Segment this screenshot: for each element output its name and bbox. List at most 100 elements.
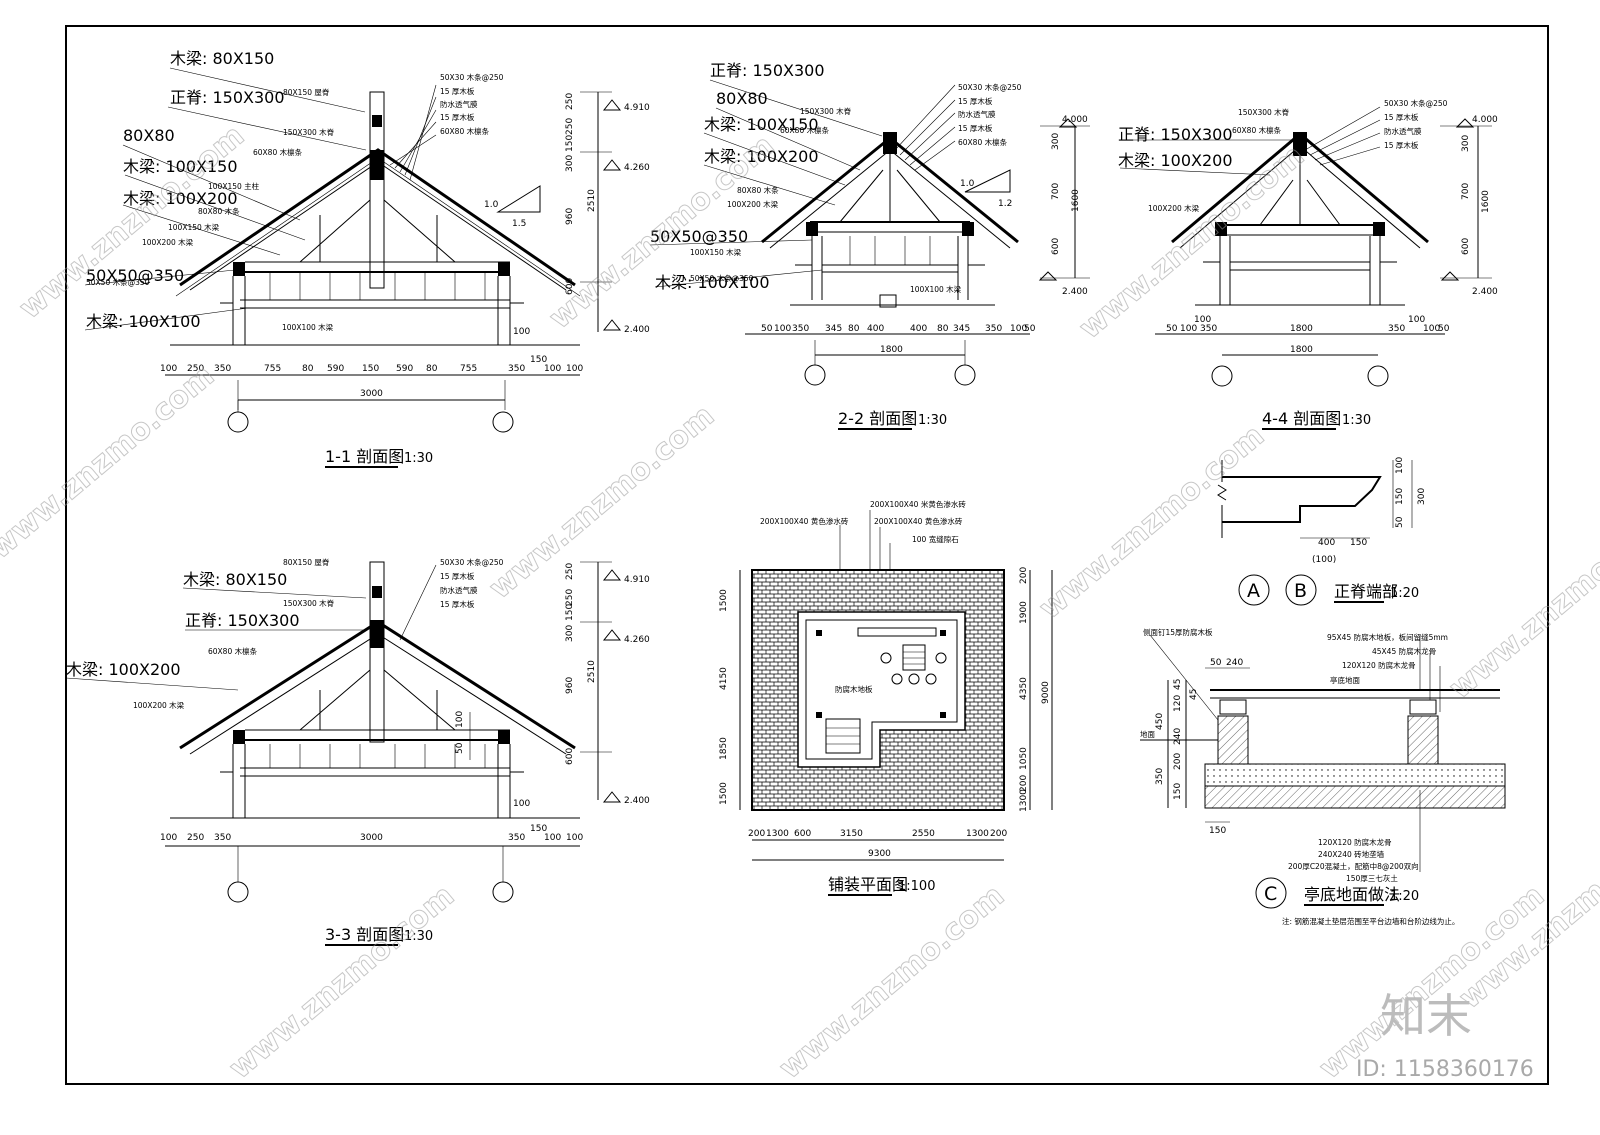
paving-plan: 防腐木地板 200X100X40 米黄色渗水砖 200X100X40 黄色渗水砖… xyxy=(719,499,1053,896)
svg-text:350: 350 xyxy=(214,364,231,374)
svg-text:100X150 主柱: 100X150 主柱 xyxy=(208,181,260,191)
svg-text:(100): (100) xyxy=(1312,555,1336,565)
svg-text:600: 600 xyxy=(794,829,811,839)
svg-text:100: 100 xyxy=(1408,315,1425,325)
svg-text:1500: 1500 xyxy=(719,782,729,805)
svg-text:50X30 木条@250: 50X30 木条@250 xyxy=(440,557,504,567)
svg-text:60X80 木檩条: 60X80 木檩条 xyxy=(1232,125,1282,135)
svg-text:600: 600 xyxy=(1461,238,1471,255)
svg-text:15 厚木板: 15 厚木板 xyxy=(958,123,993,133)
svg-text:150: 150 xyxy=(1350,538,1367,548)
svg-text:1.2: 1.2 xyxy=(998,199,1012,209)
svg-text:50X50@350: 50X50@350 xyxy=(650,227,748,246)
svg-text:100: 100 xyxy=(1423,324,1440,334)
svg-text:960: 960 xyxy=(565,677,575,694)
svg-text:700: 700 xyxy=(1461,183,1471,200)
svg-text:150厚三七灰土: 150厚三七灰土 xyxy=(1346,873,1398,883)
svg-text:250: 250 xyxy=(565,118,575,135)
svg-text:100: 100 xyxy=(455,711,465,728)
svg-text:600: 600 xyxy=(565,278,575,295)
svg-text:1:30: 1:30 xyxy=(404,929,433,944)
svg-text:2510: 2510 xyxy=(587,189,597,212)
svg-text:2.400: 2.400 xyxy=(1472,287,1498,297)
svg-text:木梁: 100X200: 木梁: 100X200 xyxy=(704,147,819,166)
svg-text:50X50@350: 50X50@350 xyxy=(86,266,184,285)
svg-text:9000: 9000 xyxy=(1041,681,1051,704)
svg-text:2.400: 2.400 xyxy=(624,796,650,806)
svg-text:1300: 1300 xyxy=(966,829,989,839)
svg-text:4.000: 4.000 xyxy=(1062,115,1088,125)
svg-text:150: 150 xyxy=(1173,783,1183,800)
svg-text:45: 45 xyxy=(1173,679,1183,690)
svg-text:80X80: 80X80 xyxy=(123,126,175,145)
svg-text:150: 150 xyxy=(1395,488,1405,505)
svg-text:150: 150 xyxy=(565,135,575,152)
svg-text:9300: 9300 xyxy=(868,849,891,859)
svg-text:15 厚木板: 15 厚木板 xyxy=(440,112,475,122)
svg-text:A: A xyxy=(1247,580,1260,602)
svg-text:100: 100 xyxy=(566,364,583,374)
svg-text:100: 100 xyxy=(160,364,177,374)
svg-text:350: 350 xyxy=(1200,324,1217,334)
svg-text:15 厚木板: 15 厚木板 xyxy=(440,571,475,581)
svg-text:100: 100 xyxy=(513,799,530,809)
svg-text:60X80 木檩条: 60X80 木檩条 xyxy=(440,126,490,136)
svg-text:200: 200 xyxy=(1019,567,1029,584)
svg-text:150X300 木脊: 150X300 木脊 xyxy=(283,598,335,608)
svg-text:木梁: 100X200: 木梁: 100X200 xyxy=(1118,151,1233,170)
svg-text:100: 100 xyxy=(1395,457,1405,474)
svg-text:200X100X40 米黄色渗水砖: 200X100X40 米黄色渗水砖 xyxy=(870,499,966,509)
svg-text:80: 80 xyxy=(848,324,860,334)
svg-text:3000: 3000 xyxy=(360,833,383,843)
svg-text:亭底地面做法: 亭底地面做法 xyxy=(1304,885,1400,904)
svg-text:50: 50 xyxy=(1438,324,1450,334)
svg-text:150X300 木脊: 150X300 木脊 xyxy=(283,127,335,137)
detail-marker-c xyxy=(1255,877,1287,909)
section-2-2-title: 2-2 剖面图 xyxy=(838,409,917,428)
svg-text:1800: 1800 xyxy=(1290,324,1313,334)
svg-text:80X80 木条: 80X80 木条 xyxy=(198,206,240,216)
svg-text:正脊: 150X300: 正脊: 150X300 xyxy=(710,61,825,80)
svg-text:2550: 2550 xyxy=(912,829,935,839)
svg-text:100: 100 xyxy=(160,833,177,843)
svg-text:150: 150 xyxy=(362,364,379,374)
section-2-2: 1.0 1.2 4.000 2.400 300 700 1600 600 50 … xyxy=(649,61,1090,430)
svg-text:60X80 木檩条: 60X80 木檩条 xyxy=(253,147,303,157)
svg-text:1800: 1800 xyxy=(1290,345,1313,355)
svg-text:木梁: 100X150: 木梁: 100X150 xyxy=(123,157,238,176)
svg-text:1.0: 1.0 xyxy=(484,200,499,210)
svg-text:1300: 1300 xyxy=(766,829,789,839)
svg-text:120: 120 xyxy=(1173,695,1183,712)
svg-text:50: 50 xyxy=(1024,324,1036,334)
svg-text:www.znzmo.com: www.znzmo.com xyxy=(773,878,1011,1086)
svg-text:300: 300 xyxy=(1051,133,1061,150)
floor-detail-c: 地面 侧面钉15厚防腐木板 95X45 防腐木地板，板间留缝5mm 45X45 … xyxy=(1140,627,1506,926)
svg-text:www.znzmo.com: www.znzmo.com xyxy=(483,398,721,606)
svg-text:15 厚木板: 15 厚木板 xyxy=(958,96,993,106)
svg-text:250: 250 xyxy=(565,563,575,580)
svg-text:木梁: 100X100: 木梁: 100X100 xyxy=(86,312,201,331)
svg-text:240: 240 xyxy=(1173,728,1183,745)
svg-text:防水透气膜: 防水透气膜 xyxy=(958,109,996,119)
svg-text:80: 80 xyxy=(426,364,438,374)
svg-text:www.znzmo.com: www.znzmo.com xyxy=(0,358,221,566)
svg-text:15 厚木板: 15 厚木板 xyxy=(440,86,475,96)
svg-text:100: 100 xyxy=(774,324,791,334)
svg-text:95X45 防腐木地板，板间留缝5mm: 95X45 防腐木地板，板间留缝5mm xyxy=(1327,632,1448,642)
svg-text:15 厚木板: 15 厚木板 xyxy=(1384,112,1419,122)
svg-text:木梁: 100X200: 木梁: 100X200 xyxy=(123,189,238,208)
svg-text:350: 350 xyxy=(508,364,525,374)
svg-text:345: 345 xyxy=(953,324,970,334)
svg-text:150: 150 xyxy=(530,824,547,834)
svg-text:50: 50 xyxy=(1210,658,1222,668)
svg-text:1:30: 1:30 xyxy=(918,413,947,428)
svg-text:200X100X40 黄色渗水砖: 200X100X40 黄色渗水砖 xyxy=(874,516,963,526)
svg-text:1600: 1600 xyxy=(1071,189,1081,212)
svg-text:1.5: 1.5 xyxy=(512,219,526,229)
svg-text:木梁: 80X150: 木梁: 80X150 xyxy=(183,570,287,589)
image-id: ID: 1158360176 xyxy=(1356,1057,1534,1082)
svg-text:100X200 木梁: 100X200 木梁 xyxy=(1148,203,1200,213)
svg-text:3000: 3000 xyxy=(360,389,383,399)
svg-text:100: 100 xyxy=(544,833,561,843)
svg-text:木梁: 100X150: 木梁: 100X150 xyxy=(704,115,819,134)
